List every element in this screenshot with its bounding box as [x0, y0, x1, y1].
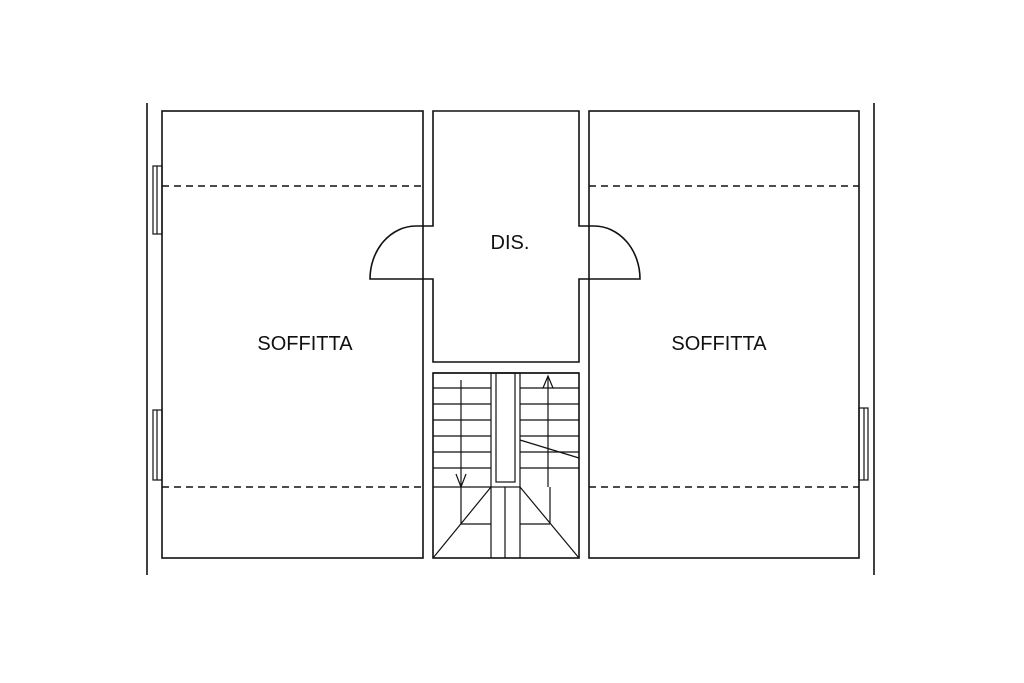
room-center-dis: DIS.: [369, 110, 641, 363]
room-left-outline: [161, 110, 424, 559]
stair-winders: [432, 486, 580, 559]
room-left-soffitta: SOFFITTA: [152, 110, 424, 559]
stair-treads-right: [519, 387, 580, 469]
room-left-label: SOFFITTA: [257, 333, 353, 355]
arrow-down-icon: [455, 473, 467, 489]
arrow-up-icon: [542, 374, 554, 389]
corridor-outline: [369, 110, 641, 363]
room-right-soffitta: SOFFITTA: [588, 110, 869, 559]
room-right-outline: [588, 110, 860, 559]
staircase: [432, 372, 580, 559]
room-right-label: SOFFITTA: [671, 333, 767, 355]
room-center-label: DIS.: [491, 232, 530, 254]
stair-direction-arrows: [455, 374, 554, 489]
stair-well: [490, 372, 521, 488]
stair-treads-left: [433, 387, 491, 488]
